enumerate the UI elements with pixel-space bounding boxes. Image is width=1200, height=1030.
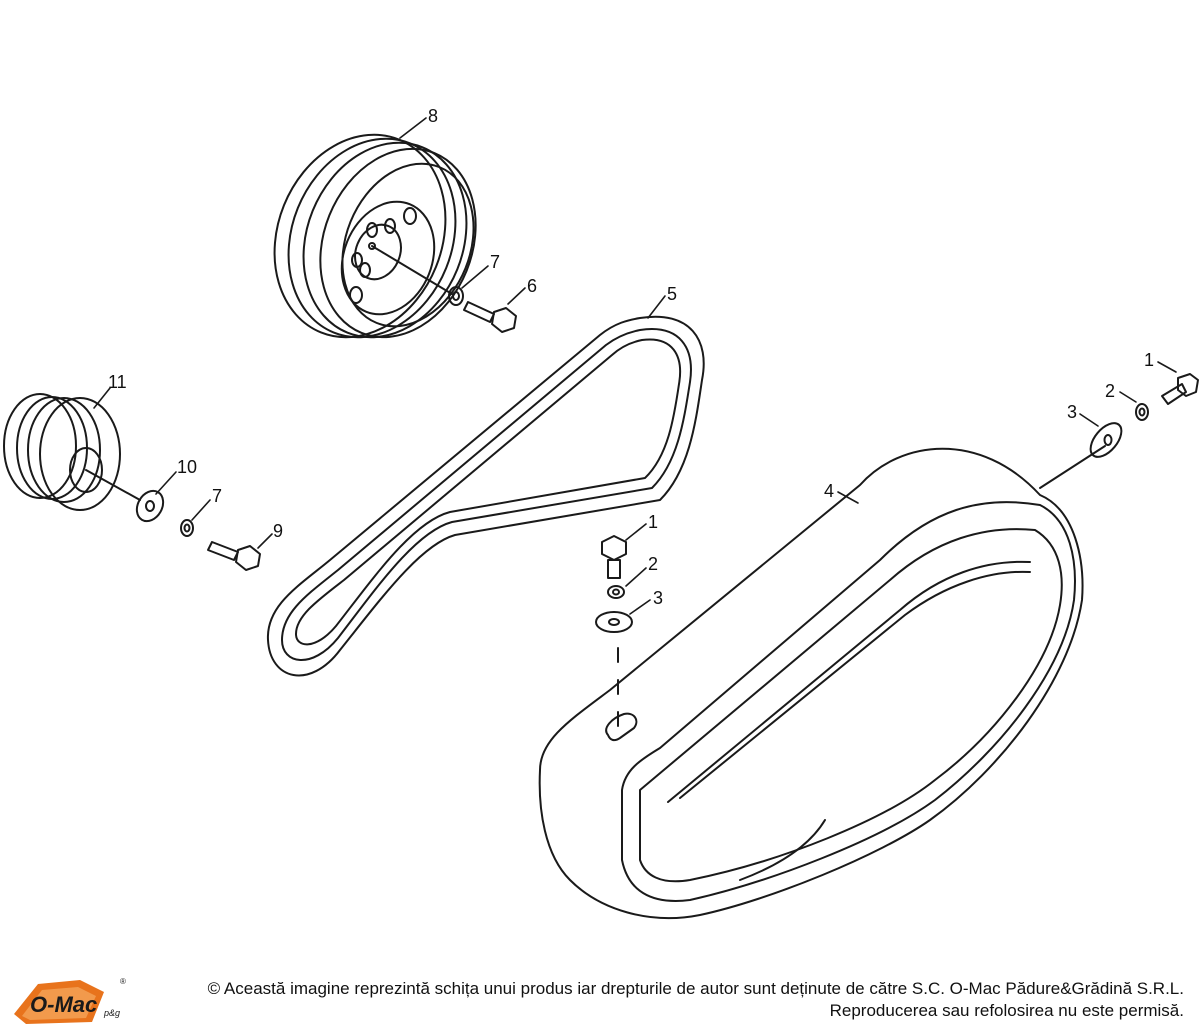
center-flat-washer [595,611,633,633]
right-bolt [1161,373,1199,405]
omac-logo: O-Mac p&g ® [14,977,126,1024]
label-10: 10 [177,457,197,477]
label-11: 11 [108,372,127,392]
label-1-center: 1 [648,512,658,532]
large-pulley [273,133,477,339]
center-bolt [601,535,627,579]
part-numbers: 8 7 6 5 11 10 7 9 4 1 2 3 1 2 3 [108,106,1154,608]
label-4: 4 [824,481,834,501]
copyright-line-1: © Această imagine reprezintă schița unui… [207,979,1184,998]
svg-text:®: ® [120,977,126,986]
leader-lines [93,117,1177,615]
logo-text: O-Mac [30,992,97,1017]
label-5: 5 [667,284,677,304]
right-lock-washer [1135,403,1149,421]
left-bolt [207,541,261,571]
center-lock-washer [607,585,625,599]
label-1-right: 1 [1144,350,1154,370]
right-flat-washer [1089,422,1123,458]
label-7-left: 7 [212,486,222,506]
top-washer [448,286,464,306]
copyright-notice: © Această imagine reprezintă schița unui… [124,978,1184,1022]
belt-guard [538,447,1084,920]
label-7-top: 7 [490,252,500,272]
v-belt [266,315,705,677]
left-lock-washer [180,519,194,537]
label-3-center: 3 [653,588,663,608]
label-3-right: 3 [1067,402,1077,422]
label-2-center: 2 [648,554,658,574]
left-flat-washer [135,489,165,523]
copyright-line-2: Reproducerea sau refolosirea nu este per… [829,1001,1184,1020]
label-2-right: 2 [1105,381,1115,401]
top-bolt [463,301,517,333]
logo-suffix: p&g [103,1008,120,1018]
label-9: 9 [273,521,283,541]
label-8: 8 [428,106,438,126]
small-pulley [3,393,121,511]
label-6: 6 [527,276,537,296]
